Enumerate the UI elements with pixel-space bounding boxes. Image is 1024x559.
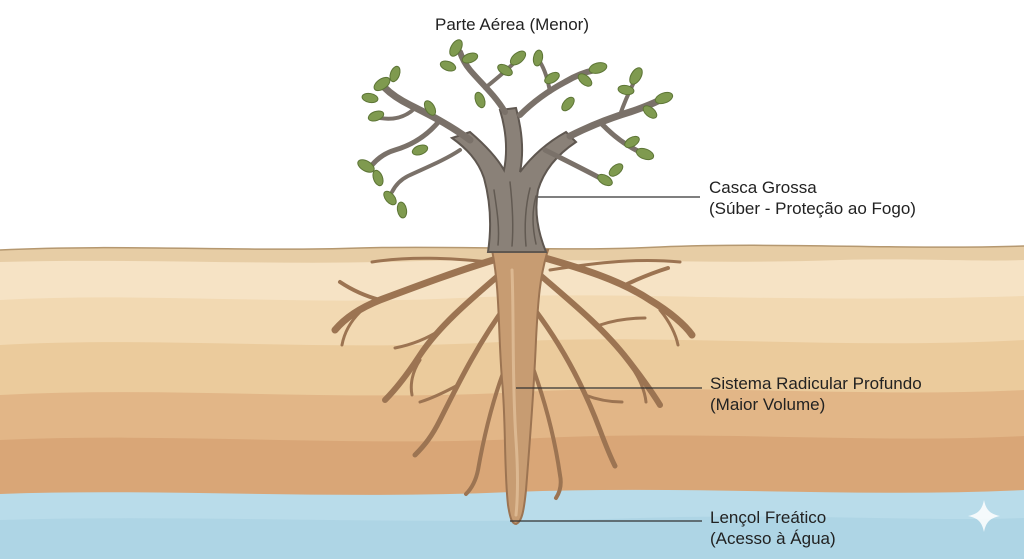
branch bbox=[597, 119, 643, 155]
leaf bbox=[389, 65, 401, 83]
branch bbox=[538, 60, 552, 94]
leaf bbox=[372, 169, 384, 187]
bark-ridge bbox=[509, 181, 514, 247]
bark-ridge bbox=[524, 187, 531, 247]
leaf bbox=[423, 100, 437, 116]
root-system bbox=[331, 254, 696, 500]
water-table-label-title: Lençol Freático bbox=[710, 508, 827, 527]
tree-foliage bbox=[357, 39, 674, 219]
root-system-label: Sistema Radicular Profundo (Maior Volume… bbox=[710, 373, 922, 415]
leaf bbox=[532, 49, 544, 67]
aerial-part-label: Parte Aérea (Menor) bbox=[0, 14, 1024, 35]
bark-ridge bbox=[532, 195, 537, 245]
leaf bbox=[449, 39, 463, 57]
leaf bbox=[361, 92, 379, 104]
root-lateral bbox=[393, 328, 442, 350]
branch bbox=[566, 96, 664, 140]
leader-lines bbox=[510, 196, 702, 522]
leaf bbox=[357, 159, 375, 173]
leaf bbox=[373, 76, 391, 92]
leaf bbox=[411, 144, 429, 156]
taproot bbox=[490, 249, 550, 526]
leaf bbox=[474, 91, 486, 109]
branch bbox=[457, 49, 508, 115]
bark-label-subtitle: (Súber - Proteção ao Fogo) bbox=[709, 199, 916, 218]
leaf bbox=[577, 73, 593, 87]
root-lateral bbox=[658, 308, 680, 347]
taproot-highlight bbox=[510, 268, 519, 517]
branch bbox=[378, 106, 417, 121]
root-lateral bbox=[418, 383, 460, 404]
branch bbox=[517, 67, 598, 118]
root-lateral bbox=[583, 393, 624, 404]
leaf bbox=[367, 110, 385, 122]
bark-label: Casca Grossa (Súber - Proteção ao Fogo) bbox=[709, 177, 916, 219]
water-table-label-subtitle: (Acesso à Água) bbox=[710, 529, 836, 548]
branch bbox=[390, 148, 462, 194]
leaf bbox=[544, 71, 560, 85]
root-lateral bbox=[548, 258, 682, 272]
leaf bbox=[497, 63, 513, 77]
aerial-part-text: Parte Aérea (Menor) bbox=[434, 15, 589, 34]
leaf bbox=[624, 135, 640, 149]
root-lateral bbox=[409, 358, 422, 397]
root-system-label-subtitle: (Maior Volume) bbox=[710, 395, 826, 414]
leaf bbox=[509, 50, 527, 66]
water-table-shade bbox=[0, 516, 1024, 559]
leaf bbox=[439, 60, 457, 72]
branch bbox=[381, 84, 474, 144]
branch bbox=[542, 147, 603, 181]
root-lateral bbox=[628, 363, 648, 404]
leaf bbox=[396, 201, 408, 219]
root-lateral bbox=[338, 280, 382, 302]
branch bbox=[369, 117, 443, 168]
leaf bbox=[635, 147, 655, 161]
root-lateral bbox=[464, 348, 514, 496]
root-lateral bbox=[370, 256, 492, 264]
root-lateral bbox=[598, 316, 647, 327]
water-table-label: Lençol Freático (Acesso à Água) bbox=[710, 507, 836, 549]
bark-label-title: Casca Grossa bbox=[709, 178, 817, 197]
leaf bbox=[629, 67, 643, 85]
root-lateral bbox=[532, 307, 618, 469]
bark-texture bbox=[493, 181, 537, 247]
root-lateral bbox=[623, 266, 670, 287]
root-lateral bbox=[412, 297, 513, 458]
leaf bbox=[608, 163, 624, 177]
root-lateral bbox=[382, 267, 508, 403]
leaf bbox=[588, 62, 608, 74]
tree-trunk bbox=[449, 106, 578, 253]
leaf bbox=[642, 105, 658, 119]
leaf bbox=[461, 52, 479, 64]
leaf bbox=[617, 84, 635, 96]
sparkle-icon bbox=[968, 500, 1000, 532]
leaf bbox=[383, 190, 397, 206]
leaf bbox=[561, 96, 575, 112]
root-lateral bbox=[340, 310, 362, 347]
leaf bbox=[597, 173, 613, 187]
leaf bbox=[654, 91, 674, 105]
root-lateral bbox=[331, 254, 504, 334]
root-lateral bbox=[537, 272, 663, 408]
root-lateral bbox=[528, 358, 563, 500]
root-system-label-title: Sistema Radicular Profundo bbox=[710, 374, 922, 393]
bark-ridge bbox=[493, 189, 500, 246]
